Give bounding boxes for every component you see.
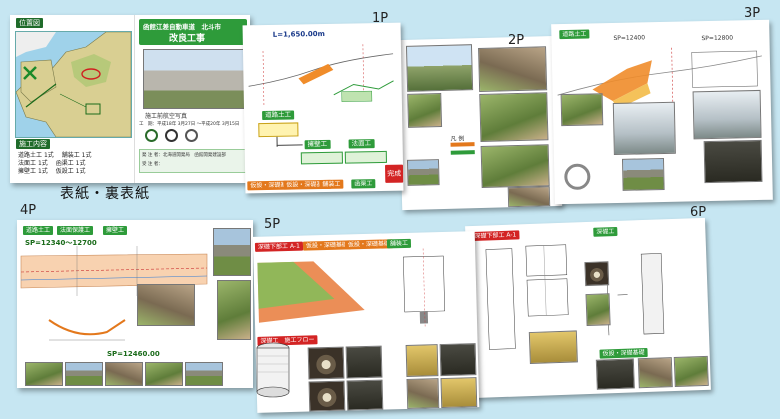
p5-slope-drawing [257, 248, 445, 329]
contents-row: 法面工 1式 函渠工 1式 [18, 160, 86, 167]
p5-tag: 仮設・深礎基礎 [302, 240, 352, 251]
issuer-text: 発 注 者：北海道開発局 函館開発建設部 [142, 153, 226, 158]
title-line-2: 改良工事 [169, 34, 206, 44]
page-4-sheet: 道路土工 法面保護工 擁壁工 SP=12340～12700 SP=12460.0… [17, 220, 253, 388]
legend-title: 凡 例 [450, 135, 465, 143]
p4-station-2: SP=12460.00 [107, 350, 160, 358]
logos-row [145, 129, 241, 143]
flow-box [258, 122, 299, 138]
page-3-sheet: 道路土工 SP=12400 SP=12800 [551, 19, 773, 205]
p5-tag: 深礎下部工 A-1 [254, 241, 303, 252]
page-6-label: 6P [690, 205, 707, 220]
pier-cylinder-drawing [255, 342, 291, 398]
title-bar: 函館江差自動車道 北斗市 改良工事 [139, 19, 247, 45]
bottom-tag: 舗装工 [319, 179, 344, 190]
page-2-label: 2P [508, 33, 525, 48]
cover-caption: 表紙・裏表紙 [60, 186, 150, 202]
location-map-tag: 位置図 [16, 18, 43, 28]
flow-step: 道路土工 [262, 110, 295, 121]
page-1-label: 1P [372, 11, 389, 26]
p1-length: L=1,650.00m [272, 29, 325, 39]
period-text: 工 期：平成18年 3月27日 ～平成20年 3月15日 [139, 122, 240, 127]
p4-tag: 法面保護工 [57, 226, 94, 235]
page-6-sheet: 深礎下部工 A-1 深礎工 仮設・深礎基礎 [465, 217, 711, 399]
p5-tag: 仮設・深礎基礎 [344, 239, 394, 250]
contractor-text: 受 注 者： [142, 162, 163, 167]
p3-station-1: SP=12400 [613, 34, 646, 42]
p3-station-2: SP=12800 [701, 34, 734, 43]
page-1-sheet: L=1,650.00m 道路土工 擁壁工 法面工 完成 仮設・深礎基礎 仮設・深… [242, 22, 404, 194]
photo-caption: 施工前航空写真 [145, 113, 188, 120]
location-map [15, 31, 132, 138]
p6-tag: 仮設・深礎基礎 [599, 347, 648, 359]
p4-tag: 擁壁工 [103, 226, 128, 235]
cover-front: 函館江差自動車道 北斗市 改良工事 施工前航空写真 工 期：平成18年 3月27… [134, 15, 250, 183]
aerial-photo [143, 49, 245, 109]
logo-circle-icon [185, 129, 198, 142]
issuer-box: 発 注 者：北海道開発局 函館開発建設部 受 注 者： [139, 149, 249, 173]
p5-tag: 舗装工 [386, 238, 412, 249]
logo-circle-icon [145, 129, 158, 142]
p4-section-drawing [48, 319, 126, 341]
contents-row: 擁壁工 1式 仮設工 1式 [18, 168, 86, 175]
page-5-sheet: 深礎下部工 A-1 仮設・深礎基礎 仮設・深礎基礎 舗装工 深礎工 施工フロー [252, 231, 480, 413]
p3-tag: 道路土工 [559, 29, 590, 40]
p6-pier-drawing [485, 244, 665, 350]
flow-step: 法面工 [348, 139, 375, 149]
page-5-label: 5P [264, 217, 281, 232]
compass-x-icon [22, 65, 38, 81]
map-shapes [15, 31, 132, 138]
p1-profile-drawing [248, 44, 394, 107]
flow-step: 擁壁工 [304, 139, 331, 150]
work-contents-tag: 施工内容 [16, 139, 50, 149]
pipe-drawing [564, 163, 591, 191]
bottom-tag: 函渠工 [351, 179, 376, 189]
logo-circle-icon [165, 129, 178, 142]
p4-tag: 道路土工 [23, 226, 54, 235]
flow-box [344, 150, 387, 164]
cover-sheet: 位置図 施工内容 道路土工 1式 舗装工 1式 [10, 15, 250, 183]
finish-badge: 完成 [385, 164, 404, 183]
page-4-label: 4P [20, 203, 37, 218]
page-3-label: 3P [744, 6, 761, 21]
page-2-sheet: 凡 例 [397, 35, 563, 211]
flow-box [300, 151, 343, 165]
p4-plan-drawing [20, 246, 208, 296]
contents-table: 道路土工 1式 舗装工 1式 法面工 1式 函渠工 1式 擁壁工 1式 仮設工 … [18, 152, 128, 176]
title-line-1: 函館江差自動車道 北斗市 [143, 23, 221, 31]
p4-station: SP=12340～12700 [25, 239, 97, 247]
contents-row: 道路土工 1式 舗装工 1式 [18, 152, 92, 159]
